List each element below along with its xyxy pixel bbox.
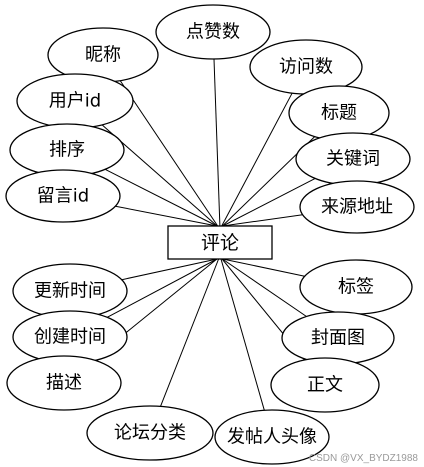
attribute-label: 用户id: [49, 91, 101, 112]
connector-laiyuandizhi: [222, 214, 303, 227]
attribute-label: 标题: [321, 103, 357, 124]
attribute-fangwenshu: 访问数: [249, 39, 363, 95]
attribute-paixu: 排序: [9, 123, 125, 177]
attribute-ellipse: [214, 409, 330, 465]
attribute-dianzanshu: 点赞数: [155, 4, 271, 60]
attribute-ellipse: [86, 405, 214, 461]
attribute-label: 关键词: [326, 149, 380, 170]
attribute-label: 更新时间: [34, 281, 106, 302]
attribute-label: 来源地址: [321, 197, 393, 218]
attribute-miaoshu: 描述: [6, 355, 122, 411]
connector-lines: [92, 58, 316, 411]
attribute-label: 点赞数: [186, 22, 240, 43]
attribute-label: 正文: [307, 375, 343, 396]
attribute-label: 论坛分类: [114, 423, 186, 444]
attribute-fengmiantu: 封面图: [281, 311, 395, 365]
attribute-zhengwen: 正文: [270, 357, 380, 413]
connector-liuyanid: [115, 205, 217, 227]
entity-node: 评论: [167, 225, 273, 260]
entity-label: 评论: [201, 232, 239, 254]
connector-biaoqian: [222, 258, 305, 277]
connector-fangwenshu: [221, 92, 293, 227]
attribute-laiyuandizhi: 来源地址: [299, 180, 415, 234]
attribute-yonghuid: 用户id: [16, 73, 134, 129]
connector-fatierentouxiang: [220, 258, 265, 411]
attribute-biaoti: 标题: [288, 85, 390, 141]
connector-nicheng: [119, 80, 219, 227]
attribute-biaoqian: 标签: [299, 259, 413, 315]
watermark: CSDN @VX_BYDZ1988: [308, 453, 418, 464]
connector-gengxinshijian: [121, 258, 218, 281]
attribute-ellipse: [299, 180, 415, 234]
attribute-guanjianci: 关键词: [295, 132, 411, 186]
attribute-gengxinshijian: 更新时间: [12, 263, 128, 319]
attribute-label: 昵称: [85, 45, 121, 66]
attribute-ellipse: [5, 169, 121, 223]
attribute-label: 创建时间: [34, 327, 106, 348]
attribute-label: 发帖人头像: [227, 427, 317, 448]
connector-guanjianci: [222, 177, 316, 227]
attribute-label: 标签: [338, 277, 374, 298]
connector-fengmiantu: [222, 258, 307, 317]
attribute-liuyanid: 留言id: [5, 169, 121, 223]
attribute-label: 描述: [46, 373, 82, 394]
connector-dianzanshu: [213, 58, 221, 227]
attribute-chuangjianshijian: 创建时间: [12, 310, 128, 364]
attribute-label: 封面图: [311, 328, 365, 349]
attribute-label: 留言id: [37, 186, 89, 207]
entity-box: [167, 225, 273, 260]
attribute-fatierentouxiang: 发帖人头像: [214, 409, 330, 465]
attribute-ellipse: [6, 355, 122, 411]
attribute-luntanfenlei: 论坛分类: [86, 405, 214, 461]
attribute-ellipse: [270, 357, 380, 413]
attribute-label: 排序: [49, 140, 85, 161]
connector-luntanfenlei: [160, 258, 220, 407]
attribute-ellipse: [155, 4, 271, 60]
connector-paixu: [104, 168, 218, 227]
connector-chuangjianshijian: [106, 258, 218, 318]
attribute-label: 访问数: [279, 57, 333, 78]
